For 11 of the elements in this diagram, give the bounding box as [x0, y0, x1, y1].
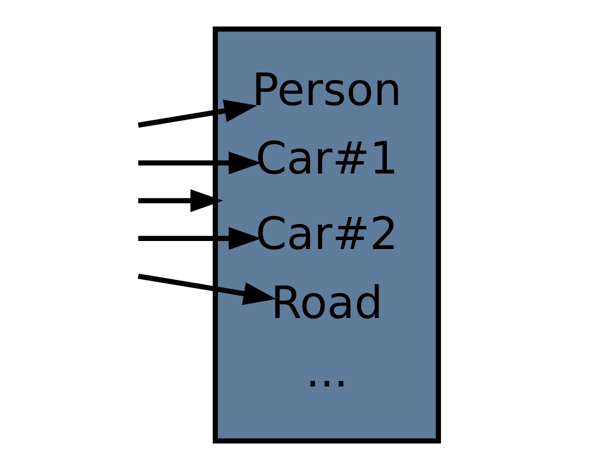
node-text: ... [306, 346, 348, 398]
arrow [138, 100, 258, 128]
node-text: Person [252, 64, 402, 116]
node-text: Road [270, 276, 383, 329]
arrow [138, 274, 276, 305]
arrow [138, 152, 262, 174]
arrow [138, 227, 262, 250]
node-text: Car#1 [256, 132, 398, 185]
cluster [212, 26, 441, 444]
node-text: Car#2 [256, 208, 398, 260]
arrow [138, 189, 224, 212]
